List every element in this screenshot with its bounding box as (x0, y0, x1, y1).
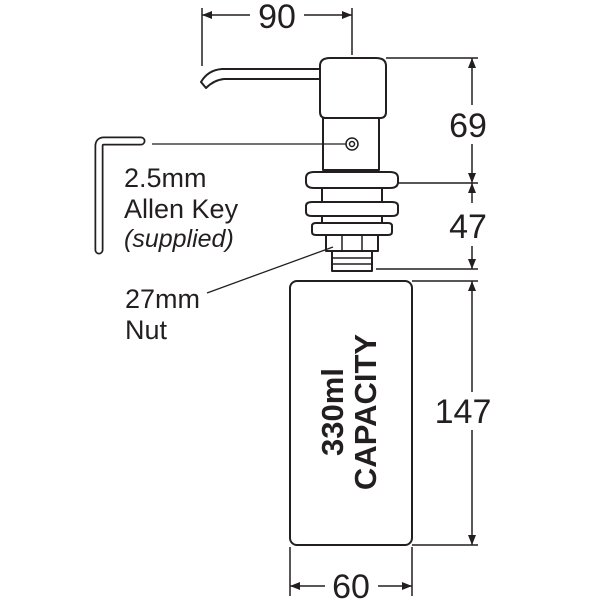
arrow-47-bottom (468, 259, 476, 269)
arrow-69-top (468, 58, 476, 68)
bottle (289, 280, 413, 546)
arrow-60-left (290, 582, 300, 590)
nut (325, 234, 379, 252)
spout (200, 68, 321, 89)
arrow-147-top (468, 281, 476, 291)
collar-body (321, 187, 383, 203)
allen-key-inner (96, 138, 144, 253)
allen-key-name-label: Allen Key (124, 194, 239, 224)
collar-flange (305, 171, 399, 189)
capacity-word: CAPACITY (348, 334, 383, 490)
nut-size-label: 27mm (125, 284, 200, 314)
nut-leader (206, 246, 334, 294)
nut-name-label: Nut (125, 315, 168, 345)
washer-upper (305, 201, 399, 217)
arrow-60-right (402, 582, 412, 590)
arrow-69-bottom (468, 173, 476, 183)
allen-key-size-label: 2.5mm (124, 163, 207, 193)
capacity-value: 330ml (315, 368, 350, 456)
pump-head (319, 57, 387, 119)
dim-collar-height: 47 (449, 208, 487, 246)
arrow-47-top (468, 183, 476, 193)
dim-head-height: 69 (449, 107, 487, 145)
grub-screw-inner (348, 140, 356, 148)
arrow-top-left (202, 11, 212, 19)
allen-key-note-label: (supplied) (124, 225, 234, 253)
arrow-147-bottom (468, 535, 476, 545)
dim-top-width: 90 (258, 0, 296, 36)
washer-lower (311, 222, 393, 236)
dim-bottle-height: 147 (435, 393, 492, 431)
dim-bottle-width: 60 (332, 568, 370, 600)
thread-shaft (331, 250, 373, 272)
arrow-top-right (342, 11, 352, 19)
